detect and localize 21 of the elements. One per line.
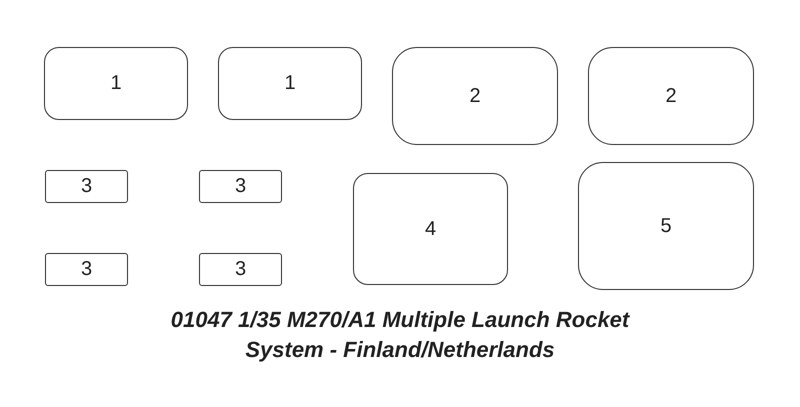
part-outline — [45, 253, 128, 286]
part-number: 3 — [80, 175, 92, 198]
part-number: 3 — [234, 258, 246, 281]
part-outline — [45, 170, 128, 203]
part-number: 1 — [284, 72, 296, 95]
part-outline — [353, 173, 508, 285]
part-number: 2 — [665, 84, 677, 108]
part-number: 3 — [234, 175, 246, 198]
part-outline — [392, 47, 558, 145]
part-number: 2 — [469, 84, 481, 108]
part-outline — [199, 170, 282, 203]
part-outline — [199, 253, 282, 286]
part-outline — [588, 47, 754, 145]
part-number: 1 — [110, 72, 122, 95]
title: 01047 1/35 M270/A1 Multiple Launch Rocket System - Finland/Netherlands — [170, 306, 631, 364]
part-outline — [44, 47, 188, 120]
part-outline — [578, 162, 754, 290]
part-number: 5 — [660, 214, 672, 238]
part-number: 3 — [80, 258, 92, 281]
part-number: 4 — [424, 218, 436, 240]
part-outline — [218, 47, 362, 120]
